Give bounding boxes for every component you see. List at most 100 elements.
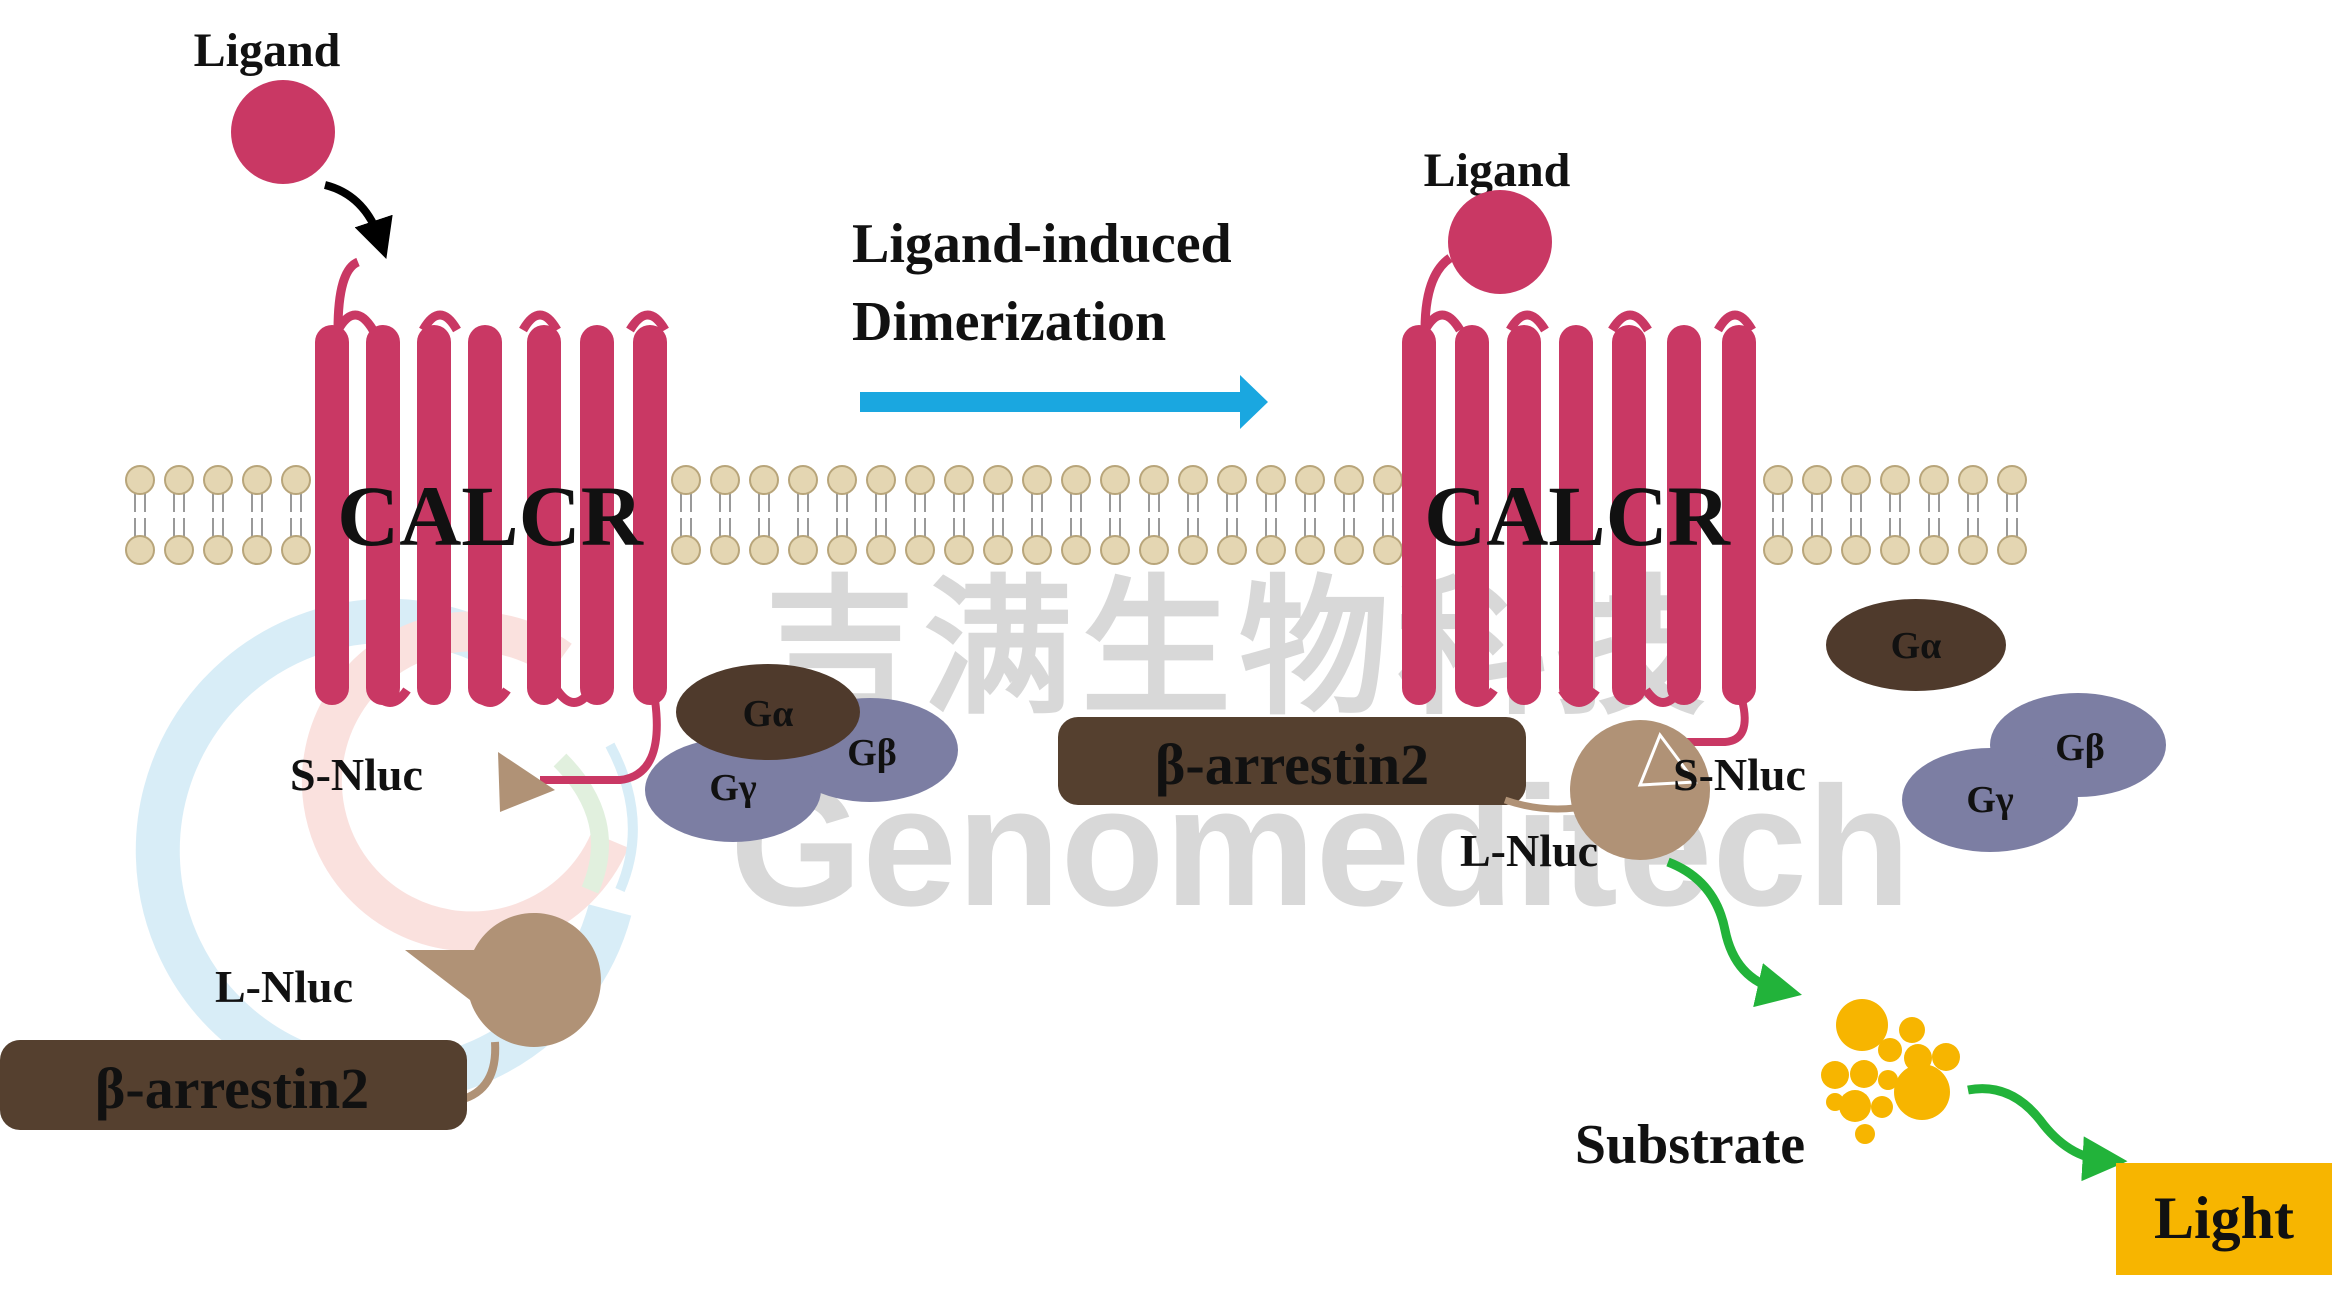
watermark: 吉满生物科技 Genomeditech <box>135 562 1911 1103</box>
lipid-head <box>1958 465 1988 495</box>
lipid-head <box>281 535 311 565</box>
lipid-head <box>1256 535 1286 565</box>
lipid-tail <box>875 492 887 538</box>
lipid-head <box>788 535 818 565</box>
lipid-head <box>1802 535 1832 565</box>
lipid-head <box>749 535 779 565</box>
receptor-right-c-tail <box>1680 699 1749 746</box>
helix-left-1 <box>315 325 349 705</box>
lipid-tail <box>797 492 809 538</box>
receptor-right <box>1402 254 1756 746</box>
lipid-tail <box>1928 492 1940 538</box>
lipid-tail <box>1226 492 1238 538</box>
lipid-head <box>1061 465 1091 495</box>
lipid-head <box>1334 465 1364 495</box>
lipid-tail <box>758 492 770 538</box>
lipid-tail <box>1304 492 1316 538</box>
lipid-head <box>1295 535 1325 565</box>
g-alpha-left-label: Gα <box>743 693 794 735</box>
s-nluc-left-shape <box>498 752 555 812</box>
lipid-head <box>1841 465 1871 495</box>
lipid-head <box>164 535 194 565</box>
receptor-left <box>315 257 669 784</box>
ligand-right-label: Ligand <box>1424 144 1571 197</box>
cell-membrane <box>125 465 2027 565</box>
helix-left-5 <box>527 325 561 705</box>
lipid-head <box>1802 465 1832 495</box>
lipid-head <box>1100 465 1130 495</box>
lipid-head <box>710 535 740 565</box>
ligand-left <box>231 80 335 184</box>
lipid-head <box>242 465 272 495</box>
lipid-head <box>1763 465 1793 495</box>
transition-line1: Ligand-induced <box>852 213 1232 275</box>
lipid-head <box>749 465 779 495</box>
lipid-head <box>1217 465 1247 495</box>
lipid-head <box>1178 535 1208 565</box>
helix-left-4 <box>468 325 502 705</box>
lipid-head <box>788 465 818 495</box>
lipid-head <box>1763 535 1793 565</box>
lipid-tail <box>2006 492 2018 538</box>
g-gamma-right-label: Gγ <box>1966 779 2014 821</box>
arrestin-left-shape <box>0 1040 467 1130</box>
lipid-tail <box>251 492 263 538</box>
g-protein-left: Gα Gβ Gγ <box>645 664 958 842</box>
transition-line2: Dimerization <box>852 291 1166 353</box>
g-alpha-right-label: Gα <box>1891 625 1942 667</box>
lipid-tail <box>212 492 224 538</box>
lipid-head <box>1373 465 1403 495</box>
lipid-tail <box>173 492 185 538</box>
arrestin-right-label: β-arrestin2 <box>1155 732 1429 797</box>
substrate-arrow <box>1666 857 1802 1008</box>
lipid-head <box>905 465 935 495</box>
lipid-tail <box>953 492 965 538</box>
lipid-head <box>125 535 155 565</box>
receptor-right-label: CALCR <box>1424 468 1731 564</box>
lipid-head <box>1841 535 1871 565</box>
g-gamma-left-label: Gγ <box>709 767 757 809</box>
substrate-particles <box>1821 999 1960 1144</box>
light-arrow <box>1967 1084 2128 1182</box>
lipid-head <box>944 535 974 565</box>
s-nluc-left-label: S-Nluc <box>290 749 423 800</box>
g-alpha-right-shape <box>1826 599 2006 691</box>
ligand-right <box>1448 190 1552 294</box>
lipid-tail <box>1850 492 1862 538</box>
lipid-head <box>905 535 935 565</box>
lipid-head <box>866 465 896 495</box>
lipid-tail <box>914 492 926 538</box>
g-gamma-left-shape <box>645 738 821 842</box>
s-nluc-right-shape <box>1637 731 1698 787</box>
ligand-left-label: Ligand <box>194 24 341 77</box>
lipid-head <box>1139 465 1169 495</box>
lipid-head <box>281 465 311 495</box>
lipid-head <box>1100 535 1130 565</box>
g-beta-right-label: Gβ <box>2055 727 2105 769</box>
lipid-head <box>1919 465 1949 495</box>
lipid-head <box>203 535 233 565</box>
receptor-left-c-tail <box>540 699 661 784</box>
lipid-tail <box>719 492 731 538</box>
helix-left-7 <box>633 325 667 705</box>
helix-right-4 <box>1559 325 1593 705</box>
light-box <box>2116 1163 2332 1275</box>
lipid-tail <box>1967 492 1979 538</box>
lipid-head <box>983 535 1013 565</box>
g-beta-left-label: Gβ <box>847 732 897 774</box>
lipid-tail <box>1070 492 1082 538</box>
lipid-tail <box>290 492 302 538</box>
substrate-label: Substrate <box>1575 1114 1805 1176</box>
lipid-tail <box>1148 492 1160 538</box>
lipid-tail <box>1772 492 1784 538</box>
lipid-head <box>125 465 155 495</box>
helix-right-2 <box>1455 325 1489 705</box>
helix-left-2 <box>366 325 400 705</box>
lipid-head <box>1880 535 1910 565</box>
lipid-tail <box>992 492 1004 538</box>
lipid-head <box>1295 465 1325 495</box>
lipid-head <box>1139 535 1169 565</box>
lipid-tail <box>1382 492 1394 538</box>
lipid-tail <box>1031 492 1043 538</box>
